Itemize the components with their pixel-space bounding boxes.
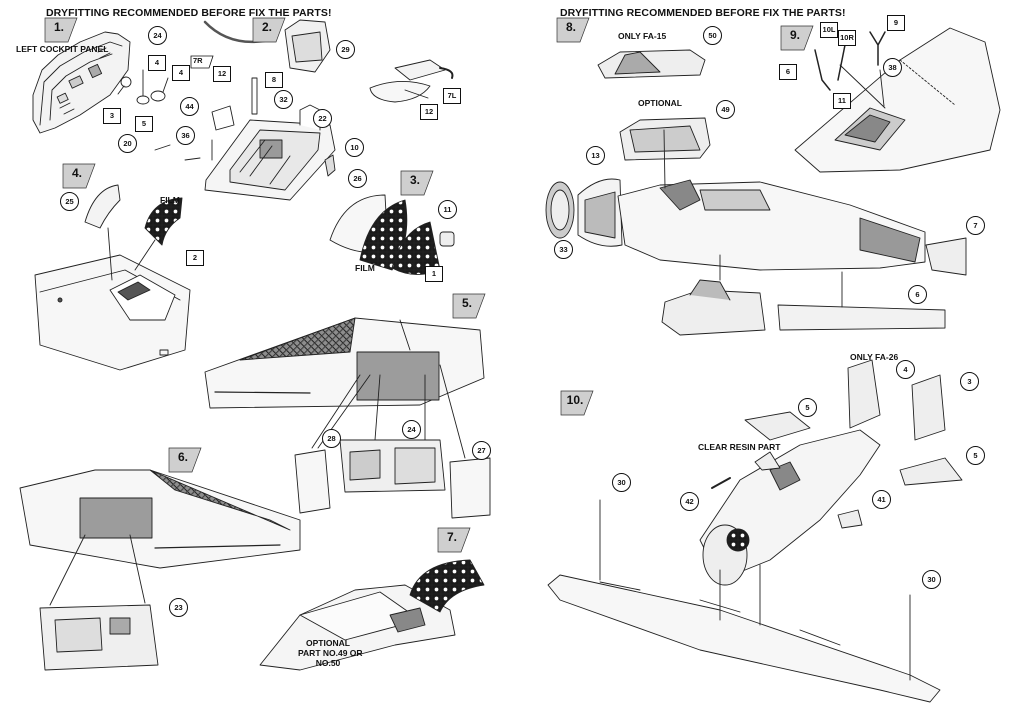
callout-23: 23 xyxy=(169,598,188,617)
step-badge-1: 1. xyxy=(44,17,78,43)
callout-30b: 30 xyxy=(922,570,941,589)
label-optional-step7-line1: OPTIONAL xyxy=(306,638,350,648)
header-left: DRYFITTING RECOMMENDED BEFORE FIX THE PA… xyxy=(46,7,332,19)
step-badge-4: 4. xyxy=(62,163,96,189)
callout-6-step9: 6 xyxy=(779,64,797,80)
callout-29: 29 xyxy=(336,40,355,59)
callout-24-step5: 24 xyxy=(402,420,421,439)
callout-3-step1: 3 xyxy=(103,108,121,124)
callout-9: 9 xyxy=(887,15,905,31)
label-film-step4: FILM xyxy=(160,195,180,205)
callout-36: 36 xyxy=(176,126,195,145)
label-only-fa15: ONLY FA-15 xyxy=(618,31,667,41)
callout-30a: 30 xyxy=(612,473,631,492)
label-optional-step7: OPTIONAL PART NO.49 OR NO.50 xyxy=(298,638,363,668)
callout-44: 44 xyxy=(180,97,199,116)
step9-art xyxy=(794,27,1001,173)
callout-5b-step10: 5 xyxy=(966,446,985,465)
step10-art xyxy=(547,359,963,703)
callout-20: 20 xyxy=(118,134,137,153)
step-badge-9: 9. xyxy=(780,25,814,51)
label-optional-step8: OPTIONAL xyxy=(638,98,682,108)
callout-22: 22 xyxy=(313,109,332,128)
callout-33: 33 xyxy=(554,240,573,259)
callout-41: 41 xyxy=(872,490,891,509)
label-only-fa26: ONLY FA-26 xyxy=(850,352,899,362)
step-badge-7: 7. xyxy=(437,527,471,553)
label-optional-step7-line3: NO.50 xyxy=(315,658,341,668)
callout-49: 49 xyxy=(716,100,735,119)
callout-42: 42 xyxy=(680,492,699,511)
step8-art xyxy=(545,49,967,336)
part-box-10r: 10R xyxy=(838,30,856,46)
callout-4a-step1: 4 xyxy=(148,55,166,71)
callout-27: 27 xyxy=(472,441,491,460)
label-left-cockpit-panel: LEFT COCKPIT PANEL xyxy=(16,44,109,54)
callout-4-step10: 4 xyxy=(896,360,915,379)
step-badge-8: 8. xyxy=(556,17,590,43)
callout-24-step1: 24 xyxy=(148,26,167,45)
part-box-10l: 10L xyxy=(820,22,838,38)
step-badge-3: 3. xyxy=(400,170,434,196)
step5-art xyxy=(204,317,491,519)
step6-art xyxy=(19,469,301,671)
callout-11-step3: 11 xyxy=(438,200,457,219)
callout-2: 2 xyxy=(186,250,204,266)
callout-13: 13 xyxy=(586,146,605,165)
callout-12-seatbelt: 12 xyxy=(420,104,438,120)
step-badge-6: 6. xyxy=(168,447,202,473)
callout-4b-step1: 4 xyxy=(172,65,190,81)
step4-art xyxy=(34,184,191,371)
callout-8: 8 xyxy=(265,72,283,88)
step7-art xyxy=(259,559,485,671)
part-box-12a: 12 xyxy=(213,66,231,82)
callout-28: 28 xyxy=(322,429,341,448)
callout-5-step1: 5 xyxy=(135,116,153,132)
step1-art xyxy=(32,31,169,134)
callout-11-step9: 11 xyxy=(833,93,851,109)
callout-10: 10 xyxy=(345,138,364,157)
header-right: DRYFITTING RECOMMENDED BEFORE FIX THE PA… xyxy=(560,7,846,19)
part-box-7l: 7L xyxy=(443,88,461,104)
callout-5a-step10: 5 xyxy=(798,398,817,417)
callout-32: 32 xyxy=(274,90,293,109)
callout-25: 25 xyxy=(60,192,79,211)
callout-7: 7 xyxy=(966,216,985,235)
callout-50: 50 xyxy=(703,26,722,45)
step-badge-5: 5. xyxy=(452,293,486,319)
callout-26: 26 xyxy=(348,169,367,188)
step2-seatbelts-art xyxy=(369,59,454,103)
part-flag-7r: 7R xyxy=(190,55,214,69)
step-badge-2: 2. xyxy=(252,17,286,43)
callout-3-step10: 3 xyxy=(960,372,979,391)
label-clear-resin-part: CLEAR RESIN PART xyxy=(698,442,781,452)
callout-6-step8: 6 xyxy=(908,285,927,304)
label-film-step3: FILM xyxy=(355,263,375,273)
callout-38: 38 xyxy=(883,58,902,77)
step-badge-10: 10. xyxy=(560,390,594,416)
callout-1: 1 xyxy=(425,266,443,282)
label-optional-step7-line2: PART NO.49 OR xyxy=(298,648,363,658)
step3-art xyxy=(329,194,455,275)
